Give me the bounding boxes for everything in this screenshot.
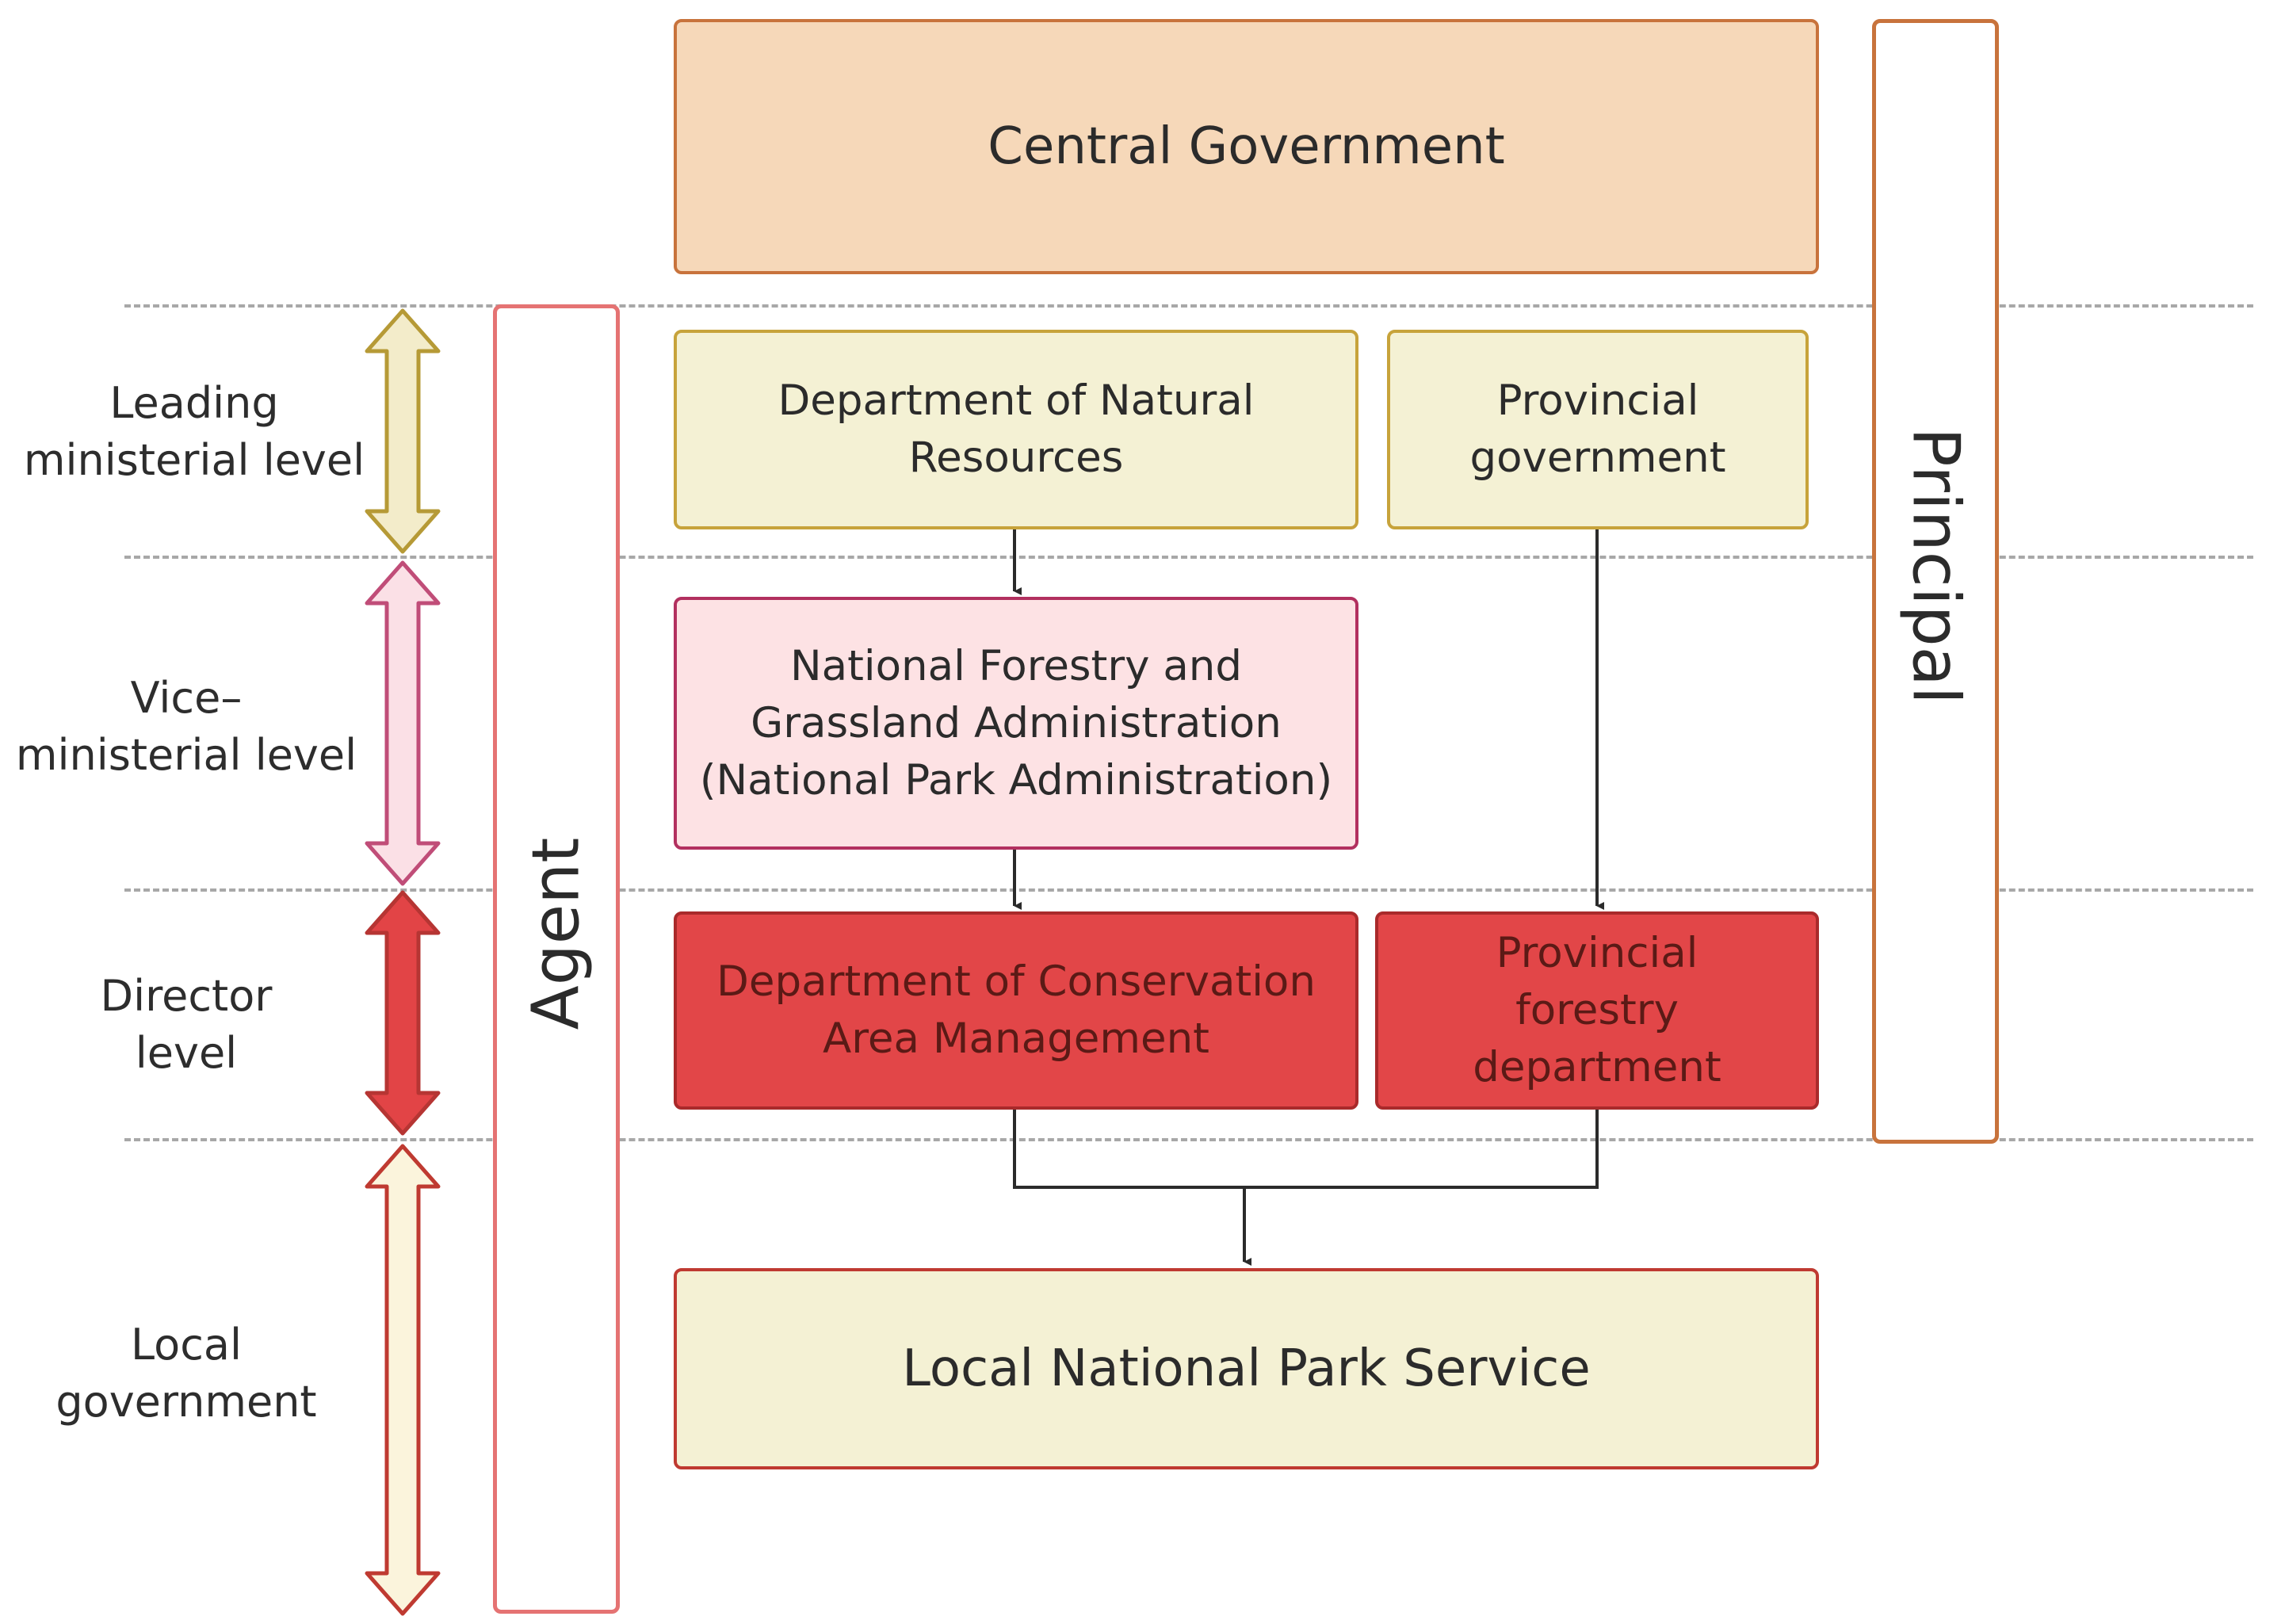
agent-bar xyxy=(493,304,620,1614)
principal-bar xyxy=(1872,19,1999,1144)
local-national-park-service-box: Local National Park Service xyxy=(674,1268,1819,1469)
nfga-line-1: National Forestry and xyxy=(789,641,1243,690)
level-divider-3 xyxy=(124,888,2253,892)
level-director-line-1: Director xyxy=(100,971,273,1021)
level-arrow-vice xyxy=(365,560,441,886)
dnr-line-2: Resources xyxy=(908,434,1124,482)
level-leading-line-2: ministerial level xyxy=(23,435,365,485)
nfga-line-2: Grassland Administration xyxy=(751,698,1282,747)
level-vice-line-1: Vice– xyxy=(130,673,243,723)
level-arrow-leading xyxy=(365,308,441,554)
level-label-director: Director level xyxy=(0,965,380,1084)
pfd-line-3: department xyxy=(1473,1043,1721,1091)
level-arrow-director xyxy=(365,890,441,1136)
prov-gov-line-2: government xyxy=(1469,434,1726,482)
principal-label: Principal xyxy=(1897,427,1974,705)
level-director-line-2: level xyxy=(135,1028,238,1078)
nfga-box: National Forestry and Grassland Administ… xyxy=(674,597,1358,850)
pfd-line-2: forestry xyxy=(1515,986,1679,1034)
level-divider-1 xyxy=(124,304,2253,308)
central-government-box: Central Government xyxy=(674,19,1819,274)
prov-gov-line-1: Provincial xyxy=(1496,376,1699,425)
level-local-line-2: government xyxy=(55,1377,317,1427)
level-vice-line-2: ministerial level xyxy=(15,730,357,780)
central-government-label: Central Government xyxy=(988,117,1505,176)
nfga-line-3: (National Park Administration) xyxy=(699,755,1333,804)
pfd-line-1: Provincial xyxy=(1496,929,1698,977)
level-label-local: Local government xyxy=(0,1314,380,1433)
dcam-line-2: Area Management xyxy=(823,1015,1209,1063)
level-arrow-local xyxy=(365,1144,441,1616)
level-local-line-1: Local xyxy=(131,1320,242,1370)
dcam-box: Department of Conservation Area Manageme… xyxy=(674,911,1358,1110)
level-leading-line-1: Leading xyxy=(109,378,279,428)
provincial-forestry-dept-box: Provincial forestry department xyxy=(1375,911,1819,1110)
provincial-government-box: Provincial government xyxy=(1387,330,1809,529)
level-divider-2 xyxy=(124,556,2253,559)
level-label-leading: Leading ministerial level xyxy=(0,373,388,491)
lnps-label: Local National Park Service xyxy=(902,1339,1591,1398)
connector-merge xyxy=(1013,1110,1599,1189)
level-label-vice: Vice– ministerial level xyxy=(0,667,380,786)
agent-label: Agent xyxy=(518,837,594,1030)
dnr-line-1: Department of Natural xyxy=(778,376,1255,425)
dnr-box: Department of Natural Resources xyxy=(674,330,1358,529)
dcam-line-1: Department of Conservation xyxy=(716,957,1316,1006)
level-divider-4 xyxy=(124,1138,2253,1141)
